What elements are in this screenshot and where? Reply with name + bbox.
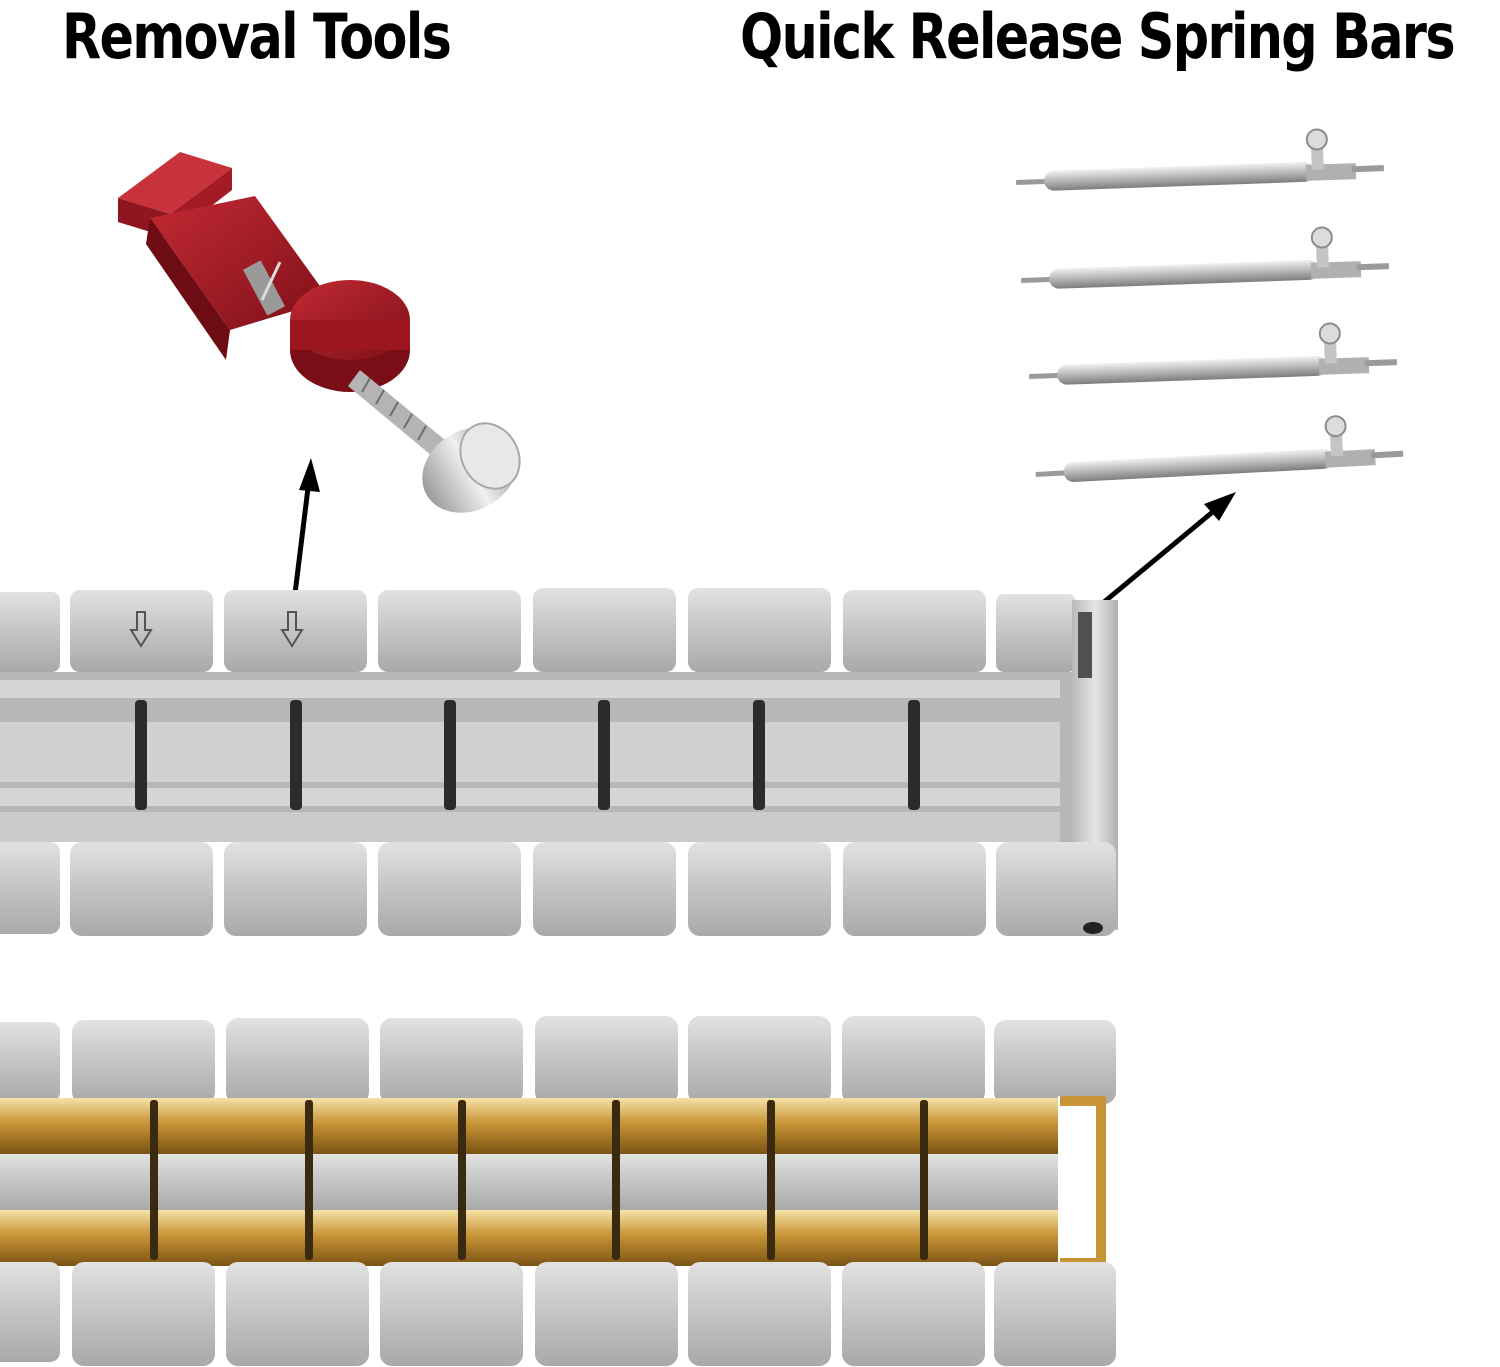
spring-bars-group [1016,128,1404,482]
down-arrow-engraving-icon [280,611,304,648]
pin-removal-tool [118,152,521,513]
spring-bars-heading: Quick Release Spring Bars [740,0,1456,73]
spring-bar [1029,322,1397,385]
two-tone-bracelet [0,1016,1116,1366]
arrow-to-spring-bar [1090,492,1236,614]
down-arrow-engraving-icon [129,611,153,648]
removal-tools-heading: Removal Tools [62,0,452,73]
spring-bar [1035,415,1404,482]
silver-bracelet [0,588,1118,936]
spring-bar [1021,226,1389,289]
spring-bar [1016,128,1384,191]
